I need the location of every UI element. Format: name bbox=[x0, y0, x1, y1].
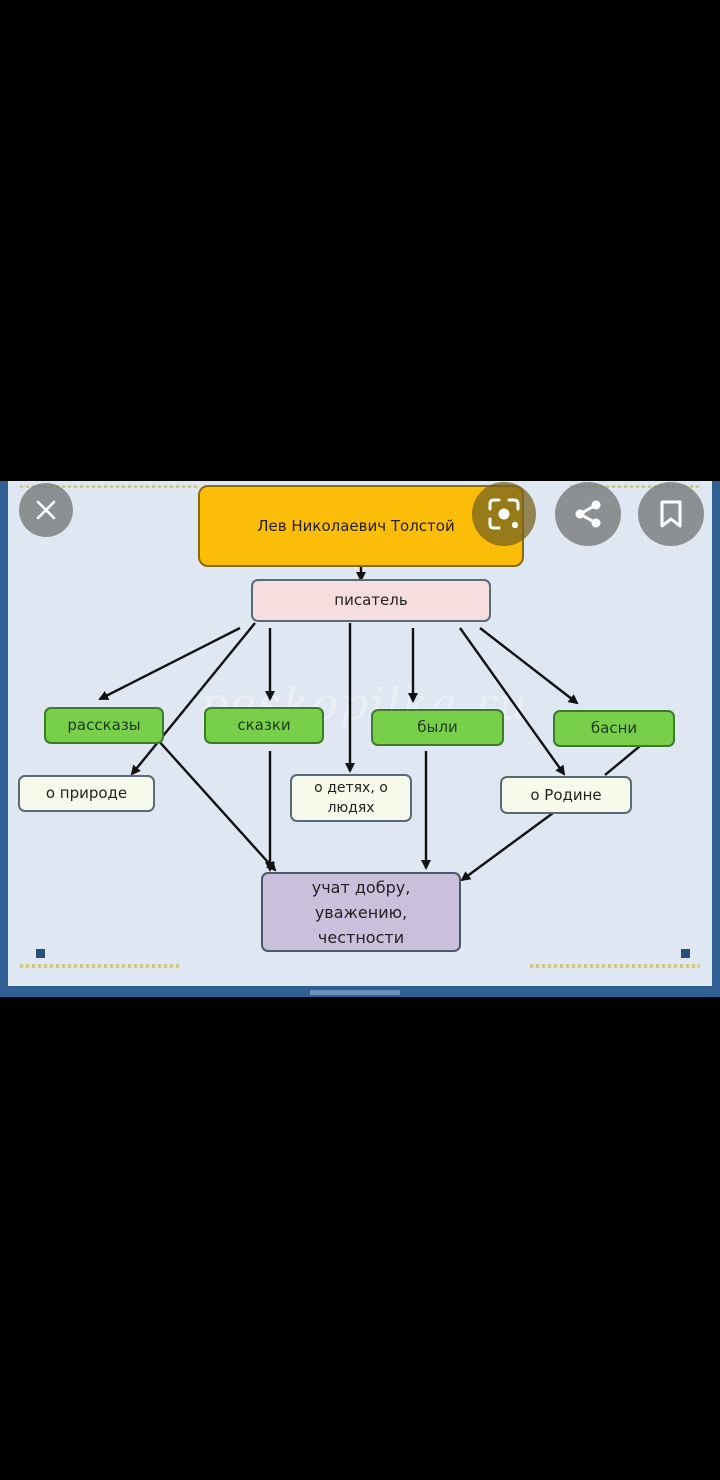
author-name: Лев Николаевич Толстой bbox=[257, 516, 455, 535]
node-role: писатель bbox=[251, 579, 491, 622]
arrow-role-to-rodina bbox=[459, 627, 566, 776]
close-icon bbox=[36, 500, 56, 520]
save-button[interactable] bbox=[638, 482, 704, 546]
close-button[interactable] bbox=[19, 483, 73, 537]
theme-label: о Родине bbox=[530, 785, 602, 804]
bookmark-icon bbox=[660, 500, 682, 528]
slide-footer bbox=[0, 986, 720, 997]
role-label: писатель bbox=[334, 591, 408, 609]
node-result: учат добру, уважению, честности bbox=[261, 872, 461, 952]
result-line: учат добру, bbox=[311, 877, 411, 897]
arrow-role-to-rasskazy bbox=[98, 626, 241, 701]
connector-lines bbox=[98, 549, 641, 882]
lens-icon bbox=[488, 498, 520, 530]
node-genre: были bbox=[371, 709, 504, 746]
theme-label: о детях, о людях bbox=[314, 780, 388, 816]
arrow-role-to-basni bbox=[479, 627, 579, 705]
corner-ornament bbox=[36, 949, 45, 958]
theme-label: о природе bbox=[45, 784, 128, 802]
genre-label: рассказы bbox=[67, 716, 141, 734]
result-line: уважению, bbox=[314, 902, 408, 922]
genre-label: сказки bbox=[237, 716, 291, 734]
node-theme: о природе bbox=[18, 775, 155, 812]
node-genre: сказки bbox=[204, 707, 324, 744]
image-preview: peskopilka.ru Лев Николаевич Толстой пис… bbox=[0, 481, 720, 997]
share-button[interactable] bbox=[555, 482, 621, 546]
arrow-rodina-to-result bbox=[460, 812, 554, 882]
arrow-role-to-priroda bbox=[130, 622, 256, 776]
genre-label: были bbox=[417, 718, 458, 736]
result-line: честности bbox=[317, 927, 405, 947]
border-decoration bbox=[530, 964, 700, 968]
border-decoration bbox=[20, 964, 180, 968]
node-theme: о детях, о людях bbox=[290, 774, 412, 822]
corner-ornament bbox=[681, 949, 690, 958]
node-genre: басни bbox=[553, 710, 675, 747]
border-decoration bbox=[20, 485, 200, 488]
genre-label: басни bbox=[590, 719, 638, 737]
node-genre: рассказы bbox=[44, 707, 164, 744]
lens-search-button[interactable] bbox=[472, 482, 536, 546]
footer-watermark bbox=[310, 990, 400, 995]
arrow-rasskazy-to-result bbox=[147, 728, 277, 872]
border-decoration bbox=[570, 485, 700, 488]
line-basni-to-rodina bbox=[604, 745, 641, 776]
node-theme: о Родине bbox=[500, 776, 632, 814]
share-icon bbox=[575, 500, 601, 528]
